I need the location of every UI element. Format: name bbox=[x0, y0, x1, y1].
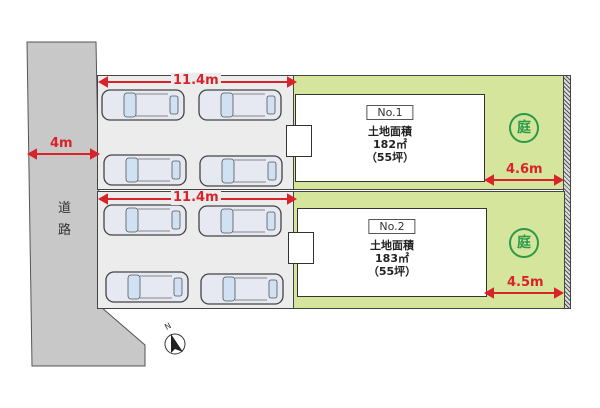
car-icon bbox=[199, 155, 283, 187]
car-icon bbox=[103, 204, 187, 236]
car-icon bbox=[105, 271, 189, 303]
compass-icon bbox=[164, 333, 186, 355]
garden-depth-2: 4.5m bbox=[507, 275, 544, 290]
car-icon bbox=[198, 89, 282, 121]
entrance-1 bbox=[286, 125, 312, 157]
road-label: 道路 bbox=[58, 201, 72, 238]
entrance-2 bbox=[288, 232, 314, 264]
car-icon bbox=[198, 205, 282, 237]
garden-icon: 庭 bbox=[509, 113, 539, 143]
lot-number: No.2 bbox=[368, 219, 416, 234]
car-icon bbox=[101, 89, 185, 121]
road-width: 4m bbox=[50, 136, 73, 151]
lot-number: No.1 bbox=[366, 105, 414, 120]
garden-depth-1: 4.6m bbox=[506, 162, 543, 177]
garden-icon: 庭 bbox=[509, 228, 539, 258]
parking-width-1: 11.4m bbox=[171, 73, 221, 88]
parking-width-2: 11.4m bbox=[171, 190, 221, 205]
car-icon bbox=[103, 154, 187, 186]
car-icon bbox=[200, 273, 284, 305]
